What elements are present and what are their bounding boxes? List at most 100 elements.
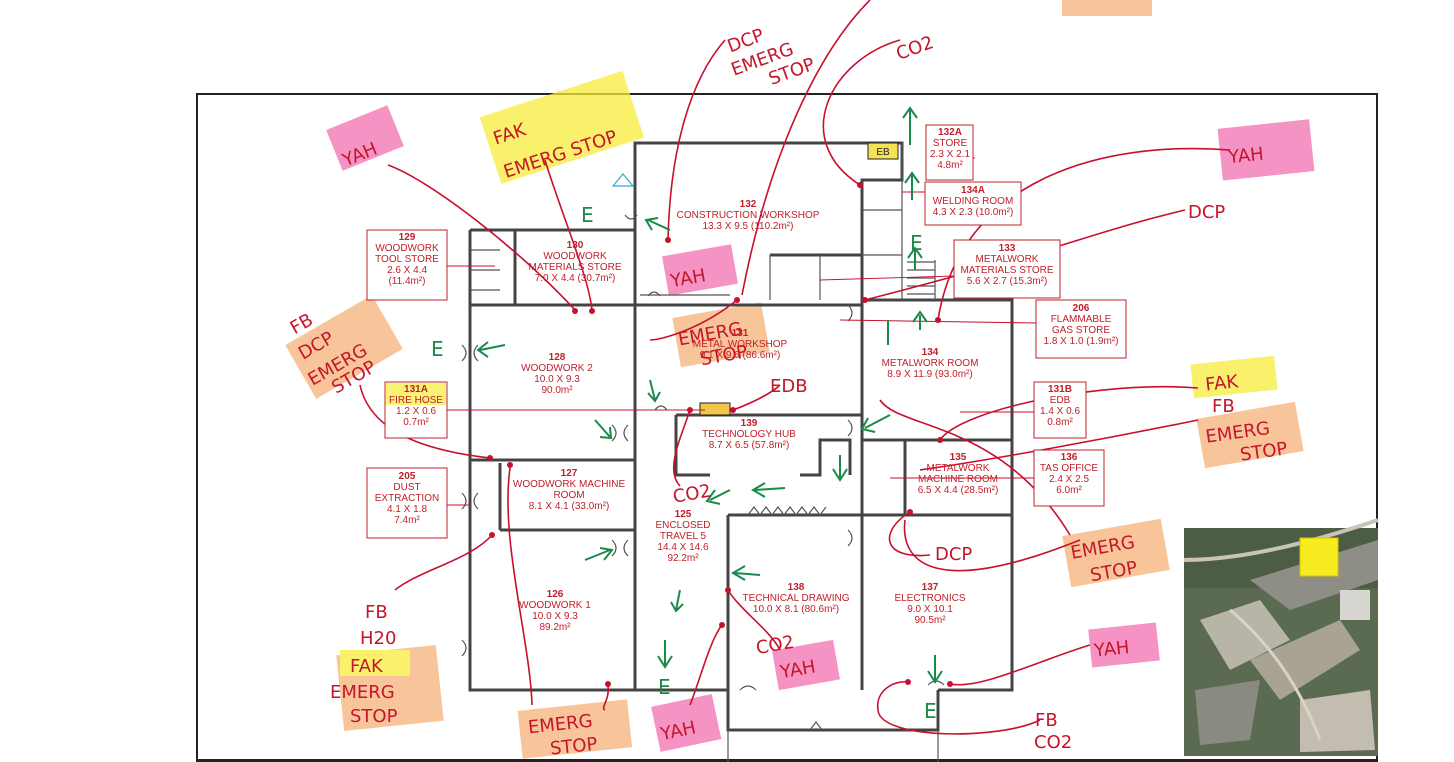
room-label-line: FLAMMABLE (1051, 314, 1112, 325)
room-label-line: 1.8 X 1.0 (1.9m²) (1043, 336, 1118, 347)
note-edb: EDB (770, 376, 808, 397)
exit-e-3: E (431, 337, 444, 361)
room-number-132: 132 (740, 199, 757, 210)
room-label-line: (11.4m²) (388, 276, 425, 287)
room-label-line: 7.4m² (394, 515, 420, 526)
room-number-139: 139 (741, 418, 758, 429)
room-number-132a: 132A (938, 127, 962, 138)
room-label-line: MATERIALS STORE (961, 265, 1054, 276)
room-label-line: WOODWORK 1 (519, 600, 591, 611)
room-label-line: 7.0 X 4.4 (30.7m²) (535, 273, 616, 284)
room-label-line: 5.6 X 2.7 (15.3m²) (967, 276, 1048, 287)
annotation-points (487, 182, 953, 687)
room-label-line: 10.0 X 9.3 (532, 611, 578, 622)
room-label-line: 1.4 X 0.6 (1040, 406, 1080, 417)
room-number-131: 131 (732, 328, 749, 339)
eb-box (867, 142, 899, 160)
room-label-line: 2.3 X 2.1 (930, 149, 970, 160)
room-label-line: WOODWORK 2 (521, 363, 593, 374)
room-label-line: METALWORK (927, 463, 990, 474)
room-label-line: 1.2 X 0.6 (396, 406, 436, 417)
room-label-line: MACHINE ROOM (918, 474, 998, 485)
room-label-line: STORE (933, 138, 968, 149)
room-number-134a: 134A (961, 185, 985, 196)
room-label-line: 14.4 X 14.6 (657, 542, 709, 553)
room-number-125: 125 (675, 509, 692, 520)
room-label-line: 8.7 X 6.5 (57.8m²) (709, 440, 790, 451)
room-number-134: 134 (922, 347, 939, 358)
exit-e-4: E (658, 675, 671, 699)
note-fb-bottom-right: FB (1035, 710, 1058, 731)
room-number-128: 128 (549, 352, 566, 363)
room-label-line: 6.5 X 4.4 (28.5m²) (918, 485, 999, 496)
note-h2o: H20 (360, 628, 396, 649)
room-label-line: WOODWORK MACHINE (513, 479, 626, 490)
eb-label: EB (876, 147, 890, 158)
note-stop-bottom-left: STOP (350, 706, 398, 727)
room-label-line: TAS OFFICE (1040, 463, 1098, 474)
room-number-126: 126 (547, 589, 564, 600)
note-fak-right: FAK (1204, 371, 1240, 395)
note-co2-hub: CO2 (671, 480, 712, 507)
exit-e-1: E (581, 203, 594, 227)
room-label-line: 9.0 X 10.1 (907, 604, 953, 615)
room-label-line: 92.2m² (667, 553, 699, 564)
room-label-line: METAL WORKSHOP (693, 339, 788, 350)
building-walls (468, 141, 1014, 762)
note-dcp-electronics: DCP (935, 544, 972, 565)
room-label-line: MATERIALS STORE (529, 262, 622, 273)
room-label-line: ELECTRONICS (894, 593, 965, 604)
room-label-line: 0.7m² (403, 417, 429, 428)
exit-e-5: E (924, 699, 937, 723)
room-number-131a: 131A (404, 384, 428, 395)
room-number-127: 127 (561, 468, 578, 479)
room-label-line: METALWORK (976, 254, 1039, 265)
room-label-line: TOOL STORE (375, 254, 439, 265)
room-label-line: 6.0m² (1056, 485, 1082, 496)
room-label-line: WOODWORK (543, 251, 607, 262)
exit-arrows (476, 106, 943, 684)
room-label-line: 8.1 X 4.1 (33.0m²) (529, 501, 610, 512)
drawing-frame (196, 93, 1378, 762)
exit-e-2: E (910, 231, 923, 255)
room-number-131b: 131B (1048, 384, 1072, 395)
room-label-line: 90.0m² (541, 385, 573, 396)
room-label-line: 4.3 X 2.3 (10.0m²) (933, 207, 1014, 218)
note-yah-top-right: YAH (1226, 144, 1264, 169)
room-label-line: EDB (1050, 395, 1071, 406)
room-number-138: 138 (788, 582, 805, 593)
room-number-137: 137 (922, 582, 939, 593)
room-label-line: 9.1 X 9.6 (86.6m²) (700, 350, 781, 361)
room-label-line: ROOM (553, 490, 584, 501)
room-number-130: 130 (567, 240, 584, 251)
room-number-136: 136 (1061, 452, 1078, 463)
fire-hose-cabinet (699, 402, 731, 416)
room-label-line: GAS STORE (1052, 325, 1110, 336)
room-label-line: 89.2m² (539, 622, 571, 633)
room-label-line: EXTRACTION (375, 493, 439, 504)
room-label-line: 4.8m² (937, 160, 963, 171)
room-label-line: METALWORK ROOM (882, 358, 979, 369)
room-label-line: 90.5m² (914, 615, 946, 626)
room-label-line: WOODWORK (375, 243, 439, 254)
room-label-line: FIRE HOSE (389, 395, 443, 406)
room-number-206: 206 (1073, 303, 1090, 314)
note-co2-bottom-right: CO2 (1034, 732, 1072, 753)
note-yah-bottom-right: YAH (1092, 637, 1130, 662)
aerial-site-map (1183, 518, 1379, 756)
room-label-line: TECHNOLOGY HUB (702, 429, 796, 440)
room-label-line: TRAVEL 5 (660, 531, 707, 542)
room-label-line: DUST (393, 482, 420, 493)
hatch-marker-triangle (611, 173, 635, 187)
room-label-line: 2.4 X 2.5 (1049, 474, 1089, 485)
room-label-line: 0.8m² (1047, 417, 1073, 428)
room-label-line: 10.0 X 9.3 (534, 374, 580, 385)
note-stop-bottom: STOP (549, 734, 599, 760)
highlighter-marks (285, 0, 1315, 759)
room-label-line: 8.9 X 11.9 (93.0m²) (887, 369, 972, 380)
room-number-129: 129 (399, 232, 416, 243)
room-label-line: 2.6 X 4.4 (387, 265, 427, 276)
note-dcp-right: DCP (1188, 202, 1225, 223)
